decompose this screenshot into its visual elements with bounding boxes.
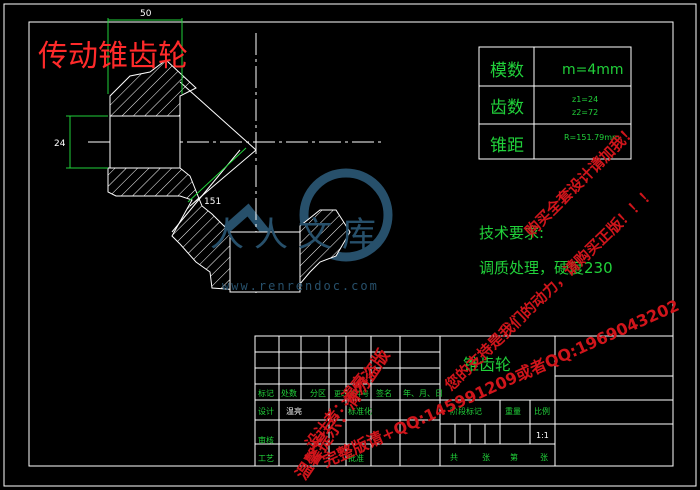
tb-col-sign: 签名 xyxy=(376,388,392,398)
tb-review: 审核 xyxy=(258,435,274,445)
watermark-brand: 人人文库 xyxy=(210,215,386,255)
tb-design: 设计 xyxy=(258,406,274,416)
teeth-z1: z1=24 xyxy=(572,95,598,104)
dim-cone-line xyxy=(187,147,247,203)
teeth-label: 齿数 xyxy=(490,98,524,118)
tb-sheets-unit2: 张 xyxy=(540,453,548,462)
tb-process: 工艺 xyxy=(258,454,274,463)
tb-scale-label: 比例 xyxy=(534,406,550,416)
cone-generatrix-upper xyxy=(179,81,257,151)
tb-weight: 重量 xyxy=(505,406,521,416)
param-table xyxy=(478,46,632,160)
part-name: 锥齿轮 xyxy=(463,355,511,374)
tech-req-title: 技术要求: xyxy=(479,224,544,242)
hub-bore xyxy=(109,115,181,169)
outer-frame xyxy=(3,3,697,487)
tech-req-body: 调质处理，硬度230 xyxy=(479,259,613,277)
dim-width-text: 50 xyxy=(140,9,152,19)
tb-scale: 1:1 xyxy=(536,431,549,440)
cone-value: R=151.79mm xyxy=(564,133,620,142)
teeth-z2: z2=72 xyxy=(572,108,598,117)
module-label: 模数 xyxy=(490,61,524,81)
dim-bore-text: 24 xyxy=(54,139,66,149)
watermark-url: www.renrendoc.com xyxy=(222,279,379,293)
tb-sheets-unit1: 张 xyxy=(482,453,490,462)
tb-col-zone: 分区 xyxy=(310,389,326,398)
tb-sheets-total: 共 xyxy=(450,453,458,462)
tb-stage-mark: 阶段标记 xyxy=(450,406,482,416)
tb-standard: 标准化 xyxy=(348,406,372,416)
tb-col-mark: 标记 xyxy=(258,388,274,398)
tb-approve: 批准 xyxy=(348,453,364,463)
tb-designer: 温亮 xyxy=(286,406,302,416)
tb-col-file: 更改文件号 xyxy=(334,389,369,398)
tb-sheets-no: 第 xyxy=(510,452,518,462)
drawing-title-red: 传动锥齿轮 xyxy=(38,39,188,74)
dim-cone-text: 151 xyxy=(204,197,221,207)
module-value: m=4mm xyxy=(562,62,624,78)
tb-col-count: 处数 xyxy=(281,388,297,398)
title-block xyxy=(254,335,674,467)
watermark-logo-circle xyxy=(299,168,393,262)
tb-col-date: 年、月、日 xyxy=(403,388,443,398)
cone-label: 锥距 xyxy=(490,136,524,156)
gear-bore xyxy=(229,231,301,293)
